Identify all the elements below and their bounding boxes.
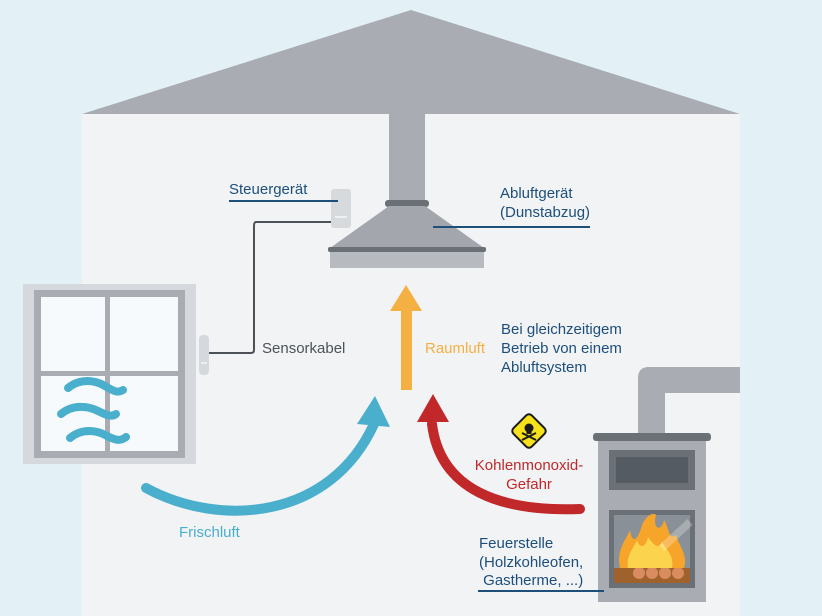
fireplace-label-line2: (Holzkohleofen, xyxy=(479,554,584,571)
duct-ring xyxy=(385,200,429,207)
room-air-arrowhead xyxy=(390,285,422,311)
house-roof xyxy=(82,10,740,114)
stove-upper-window xyxy=(616,457,688,483)
stove-pipe xyxy=(638,367,740,442)
range-hood-bottom xyxy=(330,252,484,268)
window-sensor[interactable] xyxy=(199,335,209,375)
exhaust-duct xyxy=(389,110,425,202)
note-line3: Abluftsystem xyxy=(501,359,587,376)
fireplace-label-line1: Feuerstelle xyxy=(479,535,554,552)
co-danger-label-line2: Gefahr xyxy=(506,476,552,493)
sensor-cable-label: Sensorkabel xyxy=(262,340,346,357)
controller-label: Steuergerät xyxy=(229,181,308,198)
fresh-air-label: Frischluft xyxy=(179,524,240,541)
stove-glass-reflection xyxy=(659,519,693,551)
fire-flames-icon xyxy=(619,513,686,568)
sensor-cable xyxy=(208,221,331,354)
exhaust-device-label-line1: Abluftgerät xyxy=(500,185,573,202)
exhaust-device-label-line2: (Dunstabzug) xyxy=(500,204,591,221)
air-waves-icon xyxy=(57,377,130,444)
co-danger-arrowhead xyxy=(417,394,449,422)
fresh-air-arrow xyxy=(141,419,379,516)
room-air-label: Raumluft xyxy=(425,340,486,357)
fresh-air-arrowhead xyxy=(357,396,390,427)
stove-top xyxy=(593,433,711,441)
window-mullion-h xyxy=(41,371,178,376)
fire-logs xyxy=(633,567,684,579)
controller-device[interactable] xyxy=(331,189,351,228)
fireplace-label-line3: Gastherme, ...) xyxy=(479,572,584,589)
co-danger-label-line1: Kohlenmonoxid- xyxy=(474,457,584,474)
skull-warning-icon xyxy=(511,413,547,449)
co-danger-arrow xyxy=(427,419,585,515)
note-line2: Betrieb von einem xyxy=(501,340,622,357)
room-air-arrow-shaft xyxy=(401,310,412,390)
range-hood-rim xyxy=(328,247,486,252)
note-line1: Bei gleichzeitigem xyxy=(501,321,622,338)
range-hood xyxy=(330,206,484,248)
